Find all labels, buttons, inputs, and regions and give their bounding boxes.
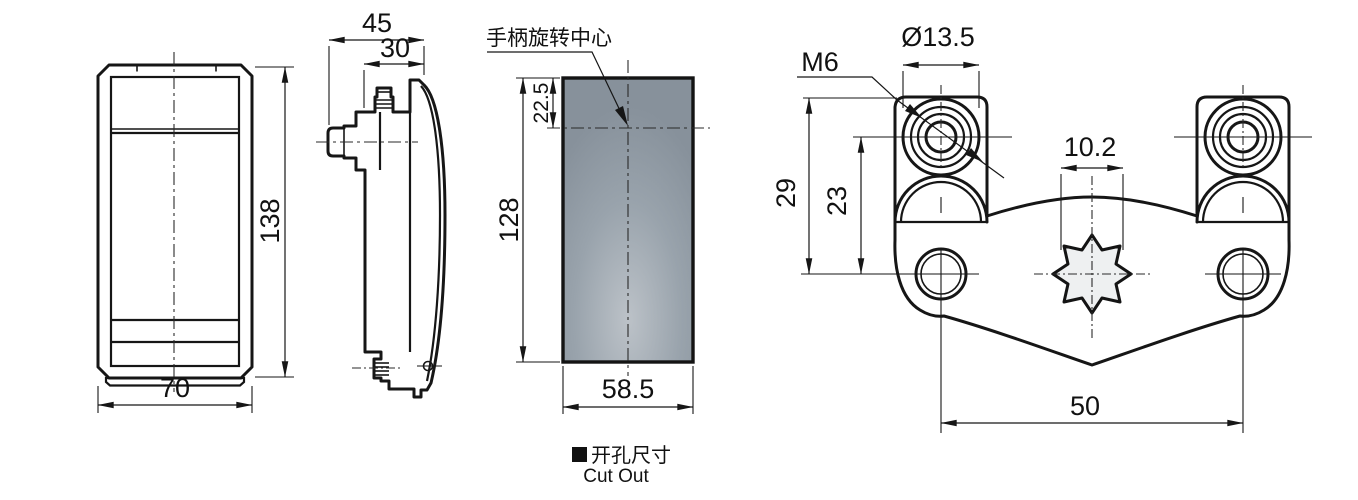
- dim-cutout-height-label: 128: [494, 197, 524, 242]
- dim-height-outer-label: 29: [771, 178, 801, 208]
- cutout-view: 手柄旋转中心 128 22.5 58.5 开孔尺寸 Cut Out: [486, 27, 710, 487]
- legend-label-cn: 开孔尺寸: [591, 444, 671, 467]
- legend-square-icon: [572, 447, 587, 462]
- side-view: 45 30: [316, 8, 447, 399]
- dim-offset-top-label: 22.5: [530, 83, 553, 124]
- front-bottom-tab: [104, 376, 246, 387]
- side-screw-serrations-top: [375, 91, 393, 109]
- dim-width-label: 70: [160, 373, 190, 403]
- dim-depth-body-label: 30: [380, 33, 410, 63]
- right-boss-arc-inner: [1201, 180, 1285, 223]
- bracket-view: M6 Ø13.5 29 23 10.2 50: [771, 22, 1312, 433]
- thread-arrowhead-2: [966, 148, 983, 162]
- handle-center-callout: 手柄旋转中心: [486, 27, 612, 50]
- callout-arrowhead: [615, 106, 628, 126]
- thread-leader-line: [797, 76, 898, 101]
- callout-leader-line: [487, 51, 626, 122]
- side-profile-outline: [326, 78, 447, 399]
- side-faceplate-inner-curve: [420, 85, 442, 382]
- dim-depth-total-label: 45: [362, 8, 392, 38]
- dim-height-inner-label: 23: [822, 186, 852, 216]
- side-serrations-bottom: [374, 362, 389, 376]
- front-view: 138 70: [96, 52, 294, 413]
- thread-callout-label: M6: [801, 47, 839, 77]
- left-boss-arc-inner: [899, 180, 983, 223]
- dim-hole-span-label: 50: [1070, 391, 1100, 421]
- dim-hole-dia-label: Ø13.5: [901, 22, 975, 52]
- thread-arrowhead-1: [905, 104, 922, 118]
- legend-label-en: Cut Out: [583, 466, 649, 487]
- dim-cutout-width-label: 58.5: [602, 374, 655, 404]
- dim-square-width-label: 10.2: [1064, 132, 1117, 162]
- front-recessed-face: [109, 75, 241, 368]
- dim-height-label: 138: [255, 198, 285, 243]
